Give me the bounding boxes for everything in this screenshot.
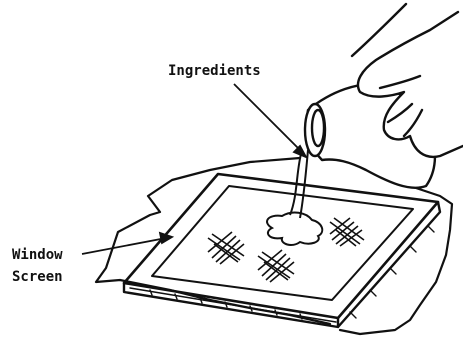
window-screen-label-line2: Screen: [12, 266, 63, 288]
ingredients-label: Ingredients: [168, 62, 261, 80]
window-screen-label-line1: Window: [12, 244, 63, 266]
ingredients-arrow-line: [234, 84, 302, 152]
window-screen-arrow-head: [160, 233, 172, 243]
mesh-patch-left: [208, 232, 244, 264]
mesh-patch-right: [330, 218, 364, 246]
ingredient-puddle: [267, 213, 322, 245]
window-screen-arrow-line: [82, 238, 166, 254]
window-screen-label: Window Screen: [12, 244, 63, 288]
ingredients-arrow-head: [294, 146, 306, 157]
mesh-patch-bottom: [258, 250, 294, 282]
window-screen-frame-outer: [124, 174, 438, 318]
